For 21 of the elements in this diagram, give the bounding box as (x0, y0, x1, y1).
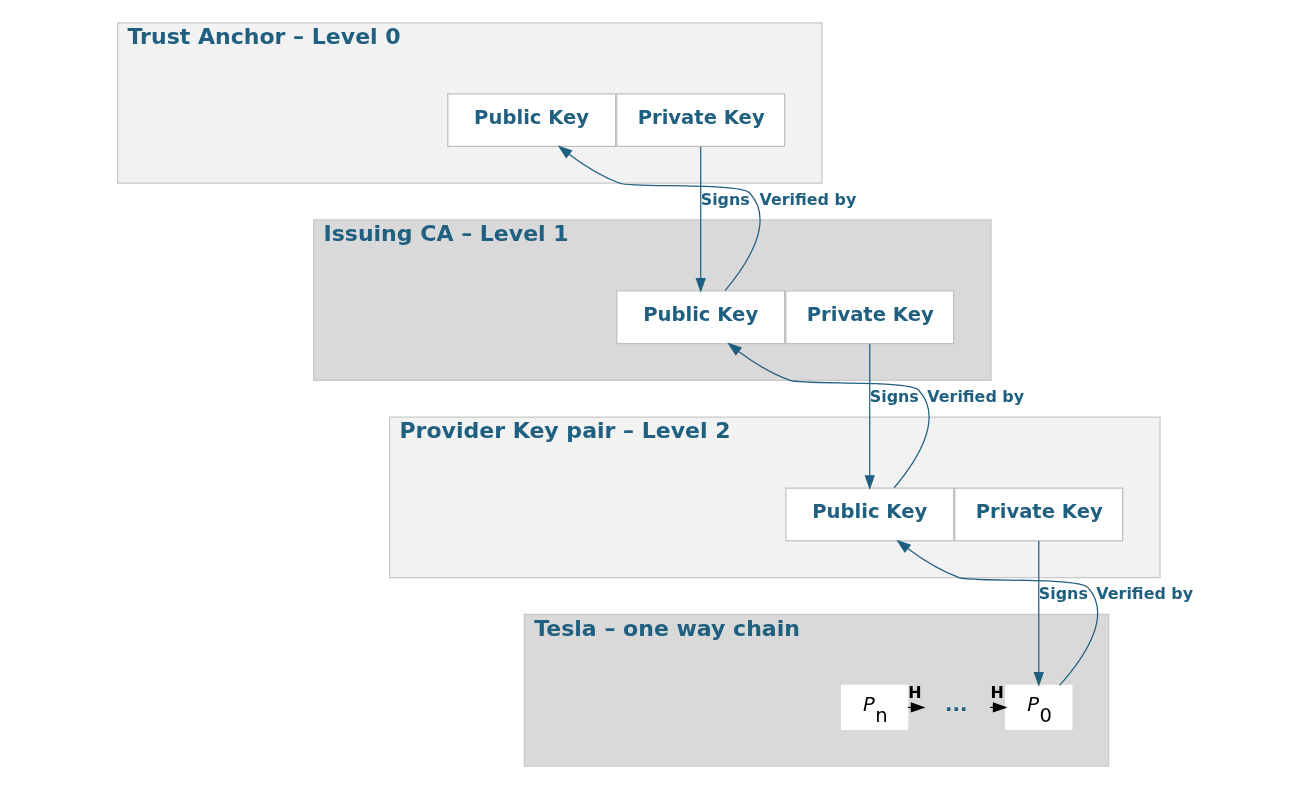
arrow (1033, 540, 1044, 687)
edge-label: Signs (1038, 583, 1088, 603)
node-text: ... (945, 692, 968, 716)
edge-label: H (908, 683, 922, 703)
edge-label: Signs (700, 189, 750, 209)
arrow (896, 539, 1099, 686)
arrow (695, 146, 706, 293)
node-box: Private Key (954, 487, 1124, 542)
edge-label: Verified by (1096, 583, 1194, 603)
node-box: Public Key (785, 487, 955, 542)
node-box: Private Key (616, 93, 786, 148)
edge-label: Verified by (927, 386, 1025, 406)
node-box: Public Key (447, 93, 617, 148)
node-box: Public Key (616, 290, 786, 345)
edge-label: H (990, 683, 1004, 703)
arrow (557, 145, 761, 292)
edge-label: Signs (869, 386, 919, 406)
arrow (864, 343, 875, 490)
arrow (727, 342, 930, 489)
edge-label: Verified by (759, 189, 857, 209)
node-box: Private Key (785, 290, 955, 345)
